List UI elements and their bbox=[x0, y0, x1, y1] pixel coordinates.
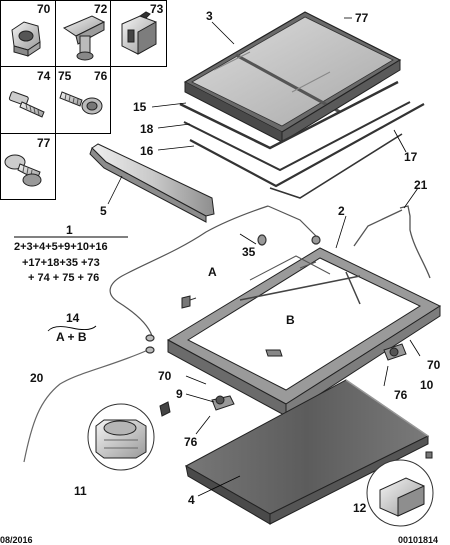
hex-nut-icon bbox=[11, 21, 41, 57]
inset-label-76: 76 bbox=[94, 69, 108, 83]
callout-12: 12 bbox=[353, 501, 367, 515]
fastener-inset-grid bbox=[0, 0, 167, 200]
inset-label-72: 72 bbox=[94, 2, 108, 16]
formula-title: 1 bbox=[66, 223, 73, 237]
seals bbox=[179, 80, 425, 199]
group-14-members: A + B bbox=[56, 330, 87, 344]
callout-b: B bbox=[286, 313, 295, 327]
callout-9: 9 bbox=[176, 387, 183, 401]
callout-3: 3 bbox=[206, 9, 213, 23]
bracket-b bbox=[265, 349, 283, 357]
callout-4: 4 bbox=[188, 493, 195, 507]
inset-label-73: 73 bbox=[150, 2, 164, 16]
leader-lines bbox=[107, 17, 421, 497]
callout-11: 11 bbox=[74, 484, 87, 498]
callout-16: 16 bbox=[140, 144, 154, 158]
callout-5: 5 bbox=[100, 204, 107, 218]
inset-label-77: 77 bbox=[37, 136, 51, 150]
clip-icon bbox=[62, 15, 106, 61]
callout-77: 77 bbox=[355, 11, 369, 25]
callout-35: 35 bbox=[242, 245, 256, 259]
callout-a: A bbox=[208, 265, 217, 279]
rivet-screw-icon bbox=[4, 154, 42, 187]
footer-date: 08/2016 bbox=[0, 535, 33, 545]
screw-icon bbox=[59, 91, 103, 115]
sunroof-frame bbox=[166, 247, 442, 417]
drain-tube bbox=[353, 205, 431, 279]
assembly-formula: 1 2+3+4+5+9+10+16 +17+18+35 +73 + 74 + 7… bbox=[14, 223, 128, 284]
glass-panel bbox=[183, 11, 402, 143]
motor-10 bbox=[383, 343, 407, 361]
group-14-title: 14 bbox=[66, 311, 80, 325]
wind-deflector bbox=[89, 143, 215, 223]
callout-20: 20 bbox=[30, 371, 44, 385]
formula-line-2: +17+18+35 +73 bbox=[22, 257, 100, 269]
switch-module bbox=[366, 451, 434, 527]
inset-label-75: 75 bbox=[58, 69, 72, 83]
callout-2: 2 bbox=[338, 204, 345, 218]
callout-70-right: 70 bbox=[427, 358, 441, 372]
plastic-fastener-icon bbox=[121, 11, 157, 55]
bracket-a bbox=[181, 295, 197, 309]
motor-9 bbox=[211, 395, 235, 411]
inset-label-74: 74 bbox=[37, 69, 51, 83]
callout-18: 18 bbox=[140, 122, 154, 136]
callout-10: 10 bbox=[420, 378, 434, 392]
callout-76-left: 76 bbox=[184, 435, 198, 449]
footer-ref: 00101814 bbox=[398, 535, 438, 545]
group-14: 14 A + B bbox=[47, 311, 97, 344]
drain-cable bbox=[109, 205, 321, 342]
callout-17: 17 bbox=[404, 150, 418, 164]
rear-drain-tube bbox=[23, 346, 155, 463]
callout-76-right: 76 bbox=[394, 388, 408, 402]
bolt-icon bbox=[8, 91, 45, 118]
formula-line-1: 2+3+4+5+9+10+16 bbox=[14, 241, 108, 253]
callout-15: 15 bbox=[133, 100, 147, 114]
callout-21: 21 bbox=[414, 178, 428, 192]
inset-label-70: 70 bbox=[37, 2, 51, 16]
sun-blind bbox=[184, 379, 429, 525]
formula-line-3: + 74 + 75 + 76 bbox=[28, 272, 99, 284]
callout-70-left: 70 bbox=[158, 369, 172, 383]
motor-module bbox=[87, 401, 171, 471]
